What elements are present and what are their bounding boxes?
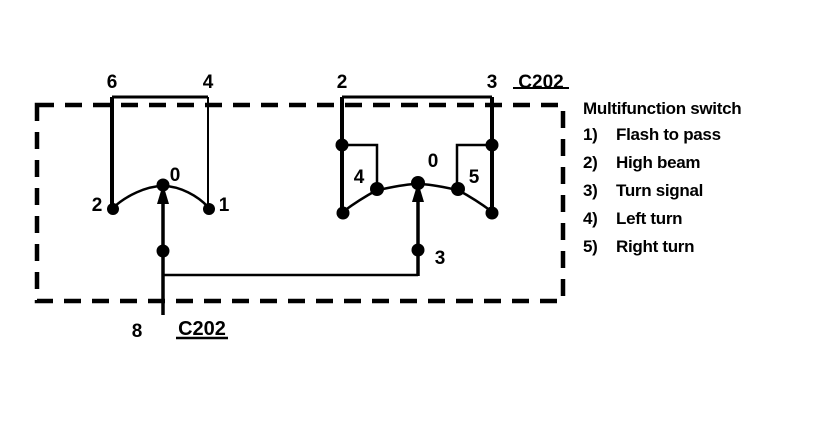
arrowhead-right-common [412, 182, 424, 202]
pin-label-6: 6 [107, 72, 118, 93]
legend-item-4-number: 4) [583, 209, 598, 228]
node-pin2-tap [335, 138, 349, 152]
legend-item-1-label: Flash to pass [616, 125, 721, 144]
wire-contact-box-5 [455, 143, 492, 187]
switch-position-label-right-0: 0 [428, 151, 439, 172]
legend-item-2-number: 2) [583, 153, 598, 172]
legend-item-3: 3) Turn signal [583, 182, 819, 199]
top-connector-label: C202 [518, 72, 563, 93]
pin-label-4: 4 [203, 72, 214, 93]
wiper-arc-left-to-pin6 [112, 184, 165, 209]
node-contact-4 [370, 182, 384, 196]
wire-contact-box-4 [342, 143, 379, 187]
legend-item-2-label: High beam [616, 153, 701, 172]
legend-item-5-label: Right turn [616, 237, 695, 256]
node-right-trunk-junction [411, 243, 425, 257]
wiper-arc-left-to-pin4 [161, 184, 210, 209]
module-boundary-dashed-box [34, 102, 566, 304]
legend-item-4-label: Left turn [616, 209, 683, 228]
node-pin3-contact [485, 206, 499, 220]
node-pin3-tap [485, 138, 499, 152]
legend-item-5: 5) Right turn [583, 238, 819, 255]
node-left-trunk-junction [156, 244, 170, 258]
arrowhead-left-common [157, 184, 169, 204]
legend-title: Multifunction switch [583, 99, 742, 118]
switch-position-label-left-2: 2 [92, 195, 103, 216]
node-contact-5 [451, 182, 465, 196]
node-left-pivot [156, 178, 170, 192]
legend-item-1-number: 1) [583, 125, 598, 144]
switch-position-label-4: 4 [354, 167, 365, 188]
node-left-contact-2 [107, 203, 119, 215]
legend-item-3-number: 3) [583, 181, 598, 200]
node-right-pivot [411, 176, 425, 190]
node-pin2-contact [336, 206, 350, 220]
switch-position-label-3: 3 [435, 248, 446, 269]
bottom-connector-label: C202 [178, 318, 226, 340]
switch-position-label-5: 5 [469, 167, 480, 188]
legend-panel: Multifunction switch 1) Flash to pass 2)… [583, 100, 819, 266]
legend-item-3-label: Turn signal [616, 181, 704, 200]
legend-item-1: 1) Flash to pass [583, 126, 819, 143]
node-left-contact-1 [203, 203, 215, 215]
pin-label-2: 2 [337, 72, 348, 93]
legend-item-2: 2) High beam [583, 154, 819, 171]
pin-label-8: 8 [132, 321, 143, 342]
legend-item-5-number: 5) [583, 237, 598, 256]
switch-position-label-left-1: 1 [219, 195, 230, 216]
legend-item-4: 4) Left turn [583, 210, 819, 227]
pin-label-3: 3 [487, 72, 498, 93]
switch-position-label-left-0: 0 [170, 165, 181, 186]
